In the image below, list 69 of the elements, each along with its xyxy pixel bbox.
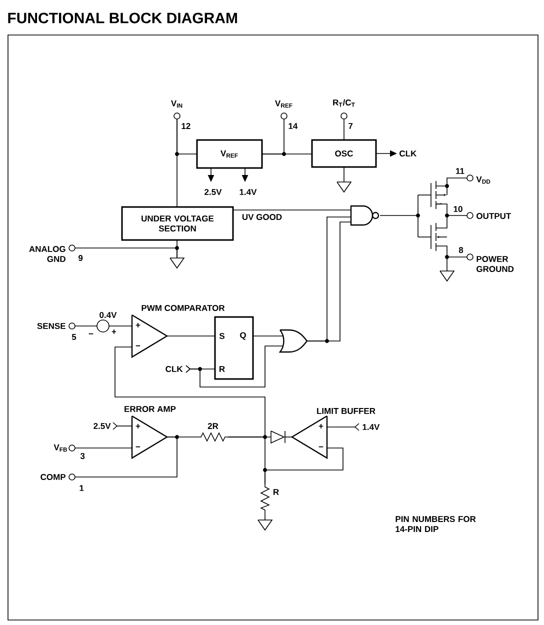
signal-label: 2.5V [94, 423, 111, 429]
wire [114, 346, 266, 438]
ground-symbol [439, 270, 455, 282]
pin-number: OUTPUT [476, 213, 512, 220]
op-amp-symbol: + − [131, 414, 168, 460]
polarity-sign: + [112, 330, 116, 334]
pin-number: 12 [182, 123, 190, 129]
nand-gate-symbol [350, 205, 380, 226]
component-label: 2R [208, 423, 218, 429]
edge-label: UV GOOD [240, 213, 284, 222]
wire [264, 512, 266, 520]
pin-label: SENSE [37, 323, 66, 329]
wire [176, 240, 178, 258]
flip-flop-box: S Q R [214, 316, 254, 380]
pin-number: 1 [80, 485, 84, 491]
block-box: OSC [311, 139, 377, 168]
diagram-title: FUNCTIONAL BLOCK DIAGRAM [8, 12, 237, 24]
pin-number: 5 [72, 334, 76, 340]
pin-number: 7 [348, 123, 353, 129]
wire [264, 448, 344, 484]
component-label: R [274, 489, 279, 495]
pin-label: 11 [456, 168, 464, 174]
wire [284, 436, 292, 438]
ground-symbol [336, 182, 352, 193]
pin-label: 8 [458, 247, 464, 253]
op-amp-symbol: + − [131, 314, 168, 358]
note-text: PIN NUMBERS FOR 14-PIN DIP [396, 516, 476, 532]
pin-number: 9 [78, 255, 83, 261]
pin-label: ANALOG GND [29, 246, 66, 262]
or-gate-symbol [279, 329, 308, 353]
wire [186, 346, 284, 388]
pin-label: 10 [454, 206, 462, 212]
component-label: LIMIT BUFFER [317, 408, 376, 414]
wire [326, 423, 360, 431]
pin-number: 3 [80, 453, 85, 460]
mosfet-drawing [416, 178, 450, 260]
ground-symbol [257, 520, 273, 531]
arrow [242, 168, 248, 182]
wire [112, 422, 132, 430]
pin-label: V$_{IN}$ [171, 100, 182, 108]
pin-label: COMP [40, 474, 66, 480]
wire [446, 258, 448, 272]
arrow [208, 168, 214, 182]
pin-number: V$_{DD}$ [476, 176, 490, 184]
block-box: V$_{REF}$ [196, 139, 263, 169]
arrow [376, 150, 397, 157]
signal-label: CLK [400, 150, 417, 157]
pin-label: V$_{REF}$ [275, 100, 292, 108]
wire [74, 436, 178, 478]
signal-label: CLK [166, 366, 183, 372]
component-label: PWM COMPARATOR [142, 305, 225, 311]
diode-symbol [270, 430, 286, 444]
polarity-sign: − [88, 333, 94, 334]
pin-number: 14 [288, 123, 298, 129]
wire [450, 256, 468, 258]
op-amp-symbol: + − [290, 414, 328, 460]
pin-label: R$_{T}$/C$_{T}$ [333, 99, 355, 107]
component-label: ERROR AMP [124, 406, 176, 412]
pin-number: POWER GROUND [476, 256, 514, 272]
pin-label: V$_{FB}$ [54, 444, 68, 452]
wire [176, 118, 198, 154]
voltage-label: 0.4V [100, 312, 117, 318]
signal-label: 1.4V [362, 424, 380, 430]
signal-label: 2.5V [204, 189, 222, 196]
wire [380, 215, 416, 216]
block-box: UNDER VOLTAGE SECTION [121, 206, 234, 241]
signal-label: 1.4V [240, 189, 257, 195]
ground-symbol [169, 258, 185, 269]
wire [450, 215, 468, 216]
